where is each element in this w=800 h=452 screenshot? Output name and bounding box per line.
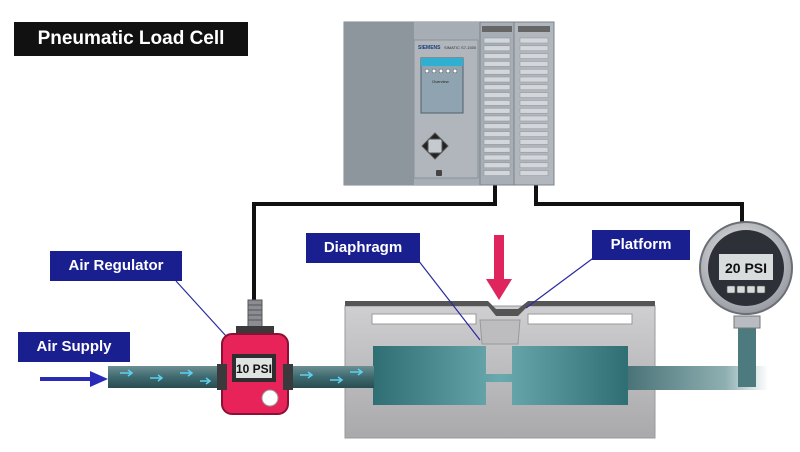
- air-chamber: [373, 346, 628, 405]
- plc-model: SIMATIC S7-1500: [444, 45, 477, 50]
- outlet-pipe: [628, 315, 768, 390]
- plc-screen-text: Overview: [432, 79, 449, 84]
- label-platform: Platform: [592, 230, 690, 260]
- pressure-gauge: 20 PSI: [699, 221, 793, 315]
- leader-lines: [175, 255, 597, 341]
- force-arrow: [486, 235, 512, 300]
- regulator-display: 10 PSI: [236, 362, 272, 376]
- signal-wires: [252, 185, 744, 300]
- label-air-supply: Air Supply: [18, 332, 130, 362]
- plc-brand: SIEMENS: [418, 45, 441, 51]
- gauge-display: 20 PSI: [725, 260, 767, 276]
- plc-screen: [420, 57, 464, 114]
- page-title: Pneumatic Load Cell: [14, 22, 248, 56]
- diaphragm: [479, 319, 521, 345]
- load-cell-body: [344, 301, 656, 439]
- plc-dpad: [421, 132, 449, 160]
- label-diaphragm: Diaphragm: [306, 233, 420, 263]
- label-air-regulator: Air Regulator: [50, 251, 182, 281]
- regulator-knob: [261, 389, 279, 407]
- plc-io-terminals: [483, 37, 549, 176]
- air-regulator: 10 PSI: [217, 299, 293, 415]
- plc-unit: SIEMENS SIMATIC S7-1500 Overview: [343, 21, 555, 186]
- inlet-pipe: [108, 366, 374, 388]
- air-supply-arrow: [40, 371, 108, 387]
- platform: [345, 301, 655, 316]
